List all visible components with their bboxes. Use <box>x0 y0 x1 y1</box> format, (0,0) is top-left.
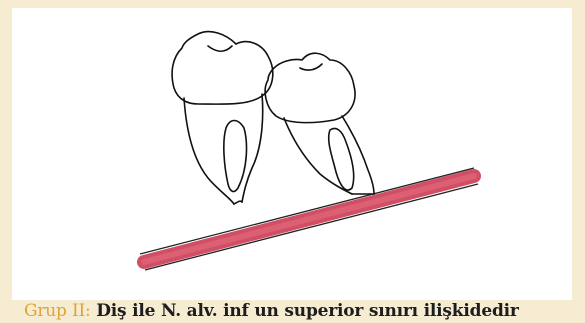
left-molar-tooth <box>172 32 273 204</box>
caption-group-label: Grup II: <box>24 301 91 321</box>
nerve-canal <box>140 168 478 270</box>
illustration-panel <box>12 8 572 300</box>
caption-text: Diş ile N. alv. inf un superior sınırı i… <box>96 301 518 321</box>
tooth-nerve-illustration <box>12 8 572 300</box>
figure-caption: Grup II: Diş ile N. alv. inf un superior… <box>24 301 584 321</box>
right-molar-tooth <box>265 53 374 194</box>
